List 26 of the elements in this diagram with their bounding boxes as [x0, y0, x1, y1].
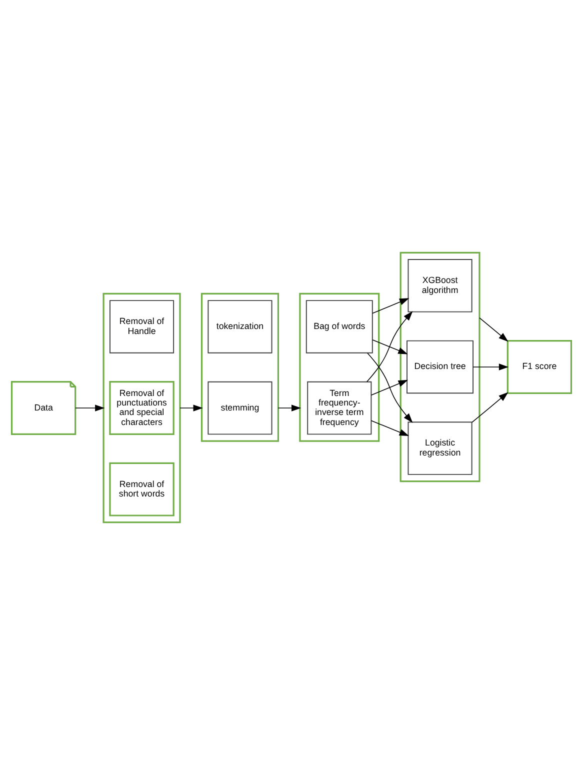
arrow	[479, 316, 508, 342]
cluster	[299, 292, 380, 442]
node-box: tokenization	[208, 300, 272, 353]
arrow	[372, 339, 408, 354]
node-box: Removal of short words	[109, 462, 174, 516]
arrow	[278, 404, 302, 411]
cluster	[200, 292, 280, 442]
arrow	[472, 392, 508, 422]
arrow	[370, 379, 408, 396]
arrow	[75, 404, 105, 411]
arrow	[180, 404, 203, 411]
arrow	[370, 420, 410, 436]
node-box: Removal of Handle	[109, 300, 174, 353]
node-box: Term frequency-inverse term frequency	[307, 380, 372, 434]
node-box: Decision tree	[406, 340, 474, 394]
arrow	[372, 298, 410, 314]
node-box: stemming	[208, 380, 272, 434]
node-box: Removal of punctuations and special characters	[109, 380, 174, 434]
arrow	[472, 363, 509, 370]
cluster	[102, 292, 181, 523]
node-box: XGBoost algorithm	[408, 258, 472, 312]
arrow	[366, 310, 413, 382]
arrow	[367, 352, 413, 422]
node-box: F1 score	[506, 340, 572, 394]
node-box: Logistic regression	[408, 421, 472, 474]
node-box: Bag of words	[306, 300, 373, 353]
